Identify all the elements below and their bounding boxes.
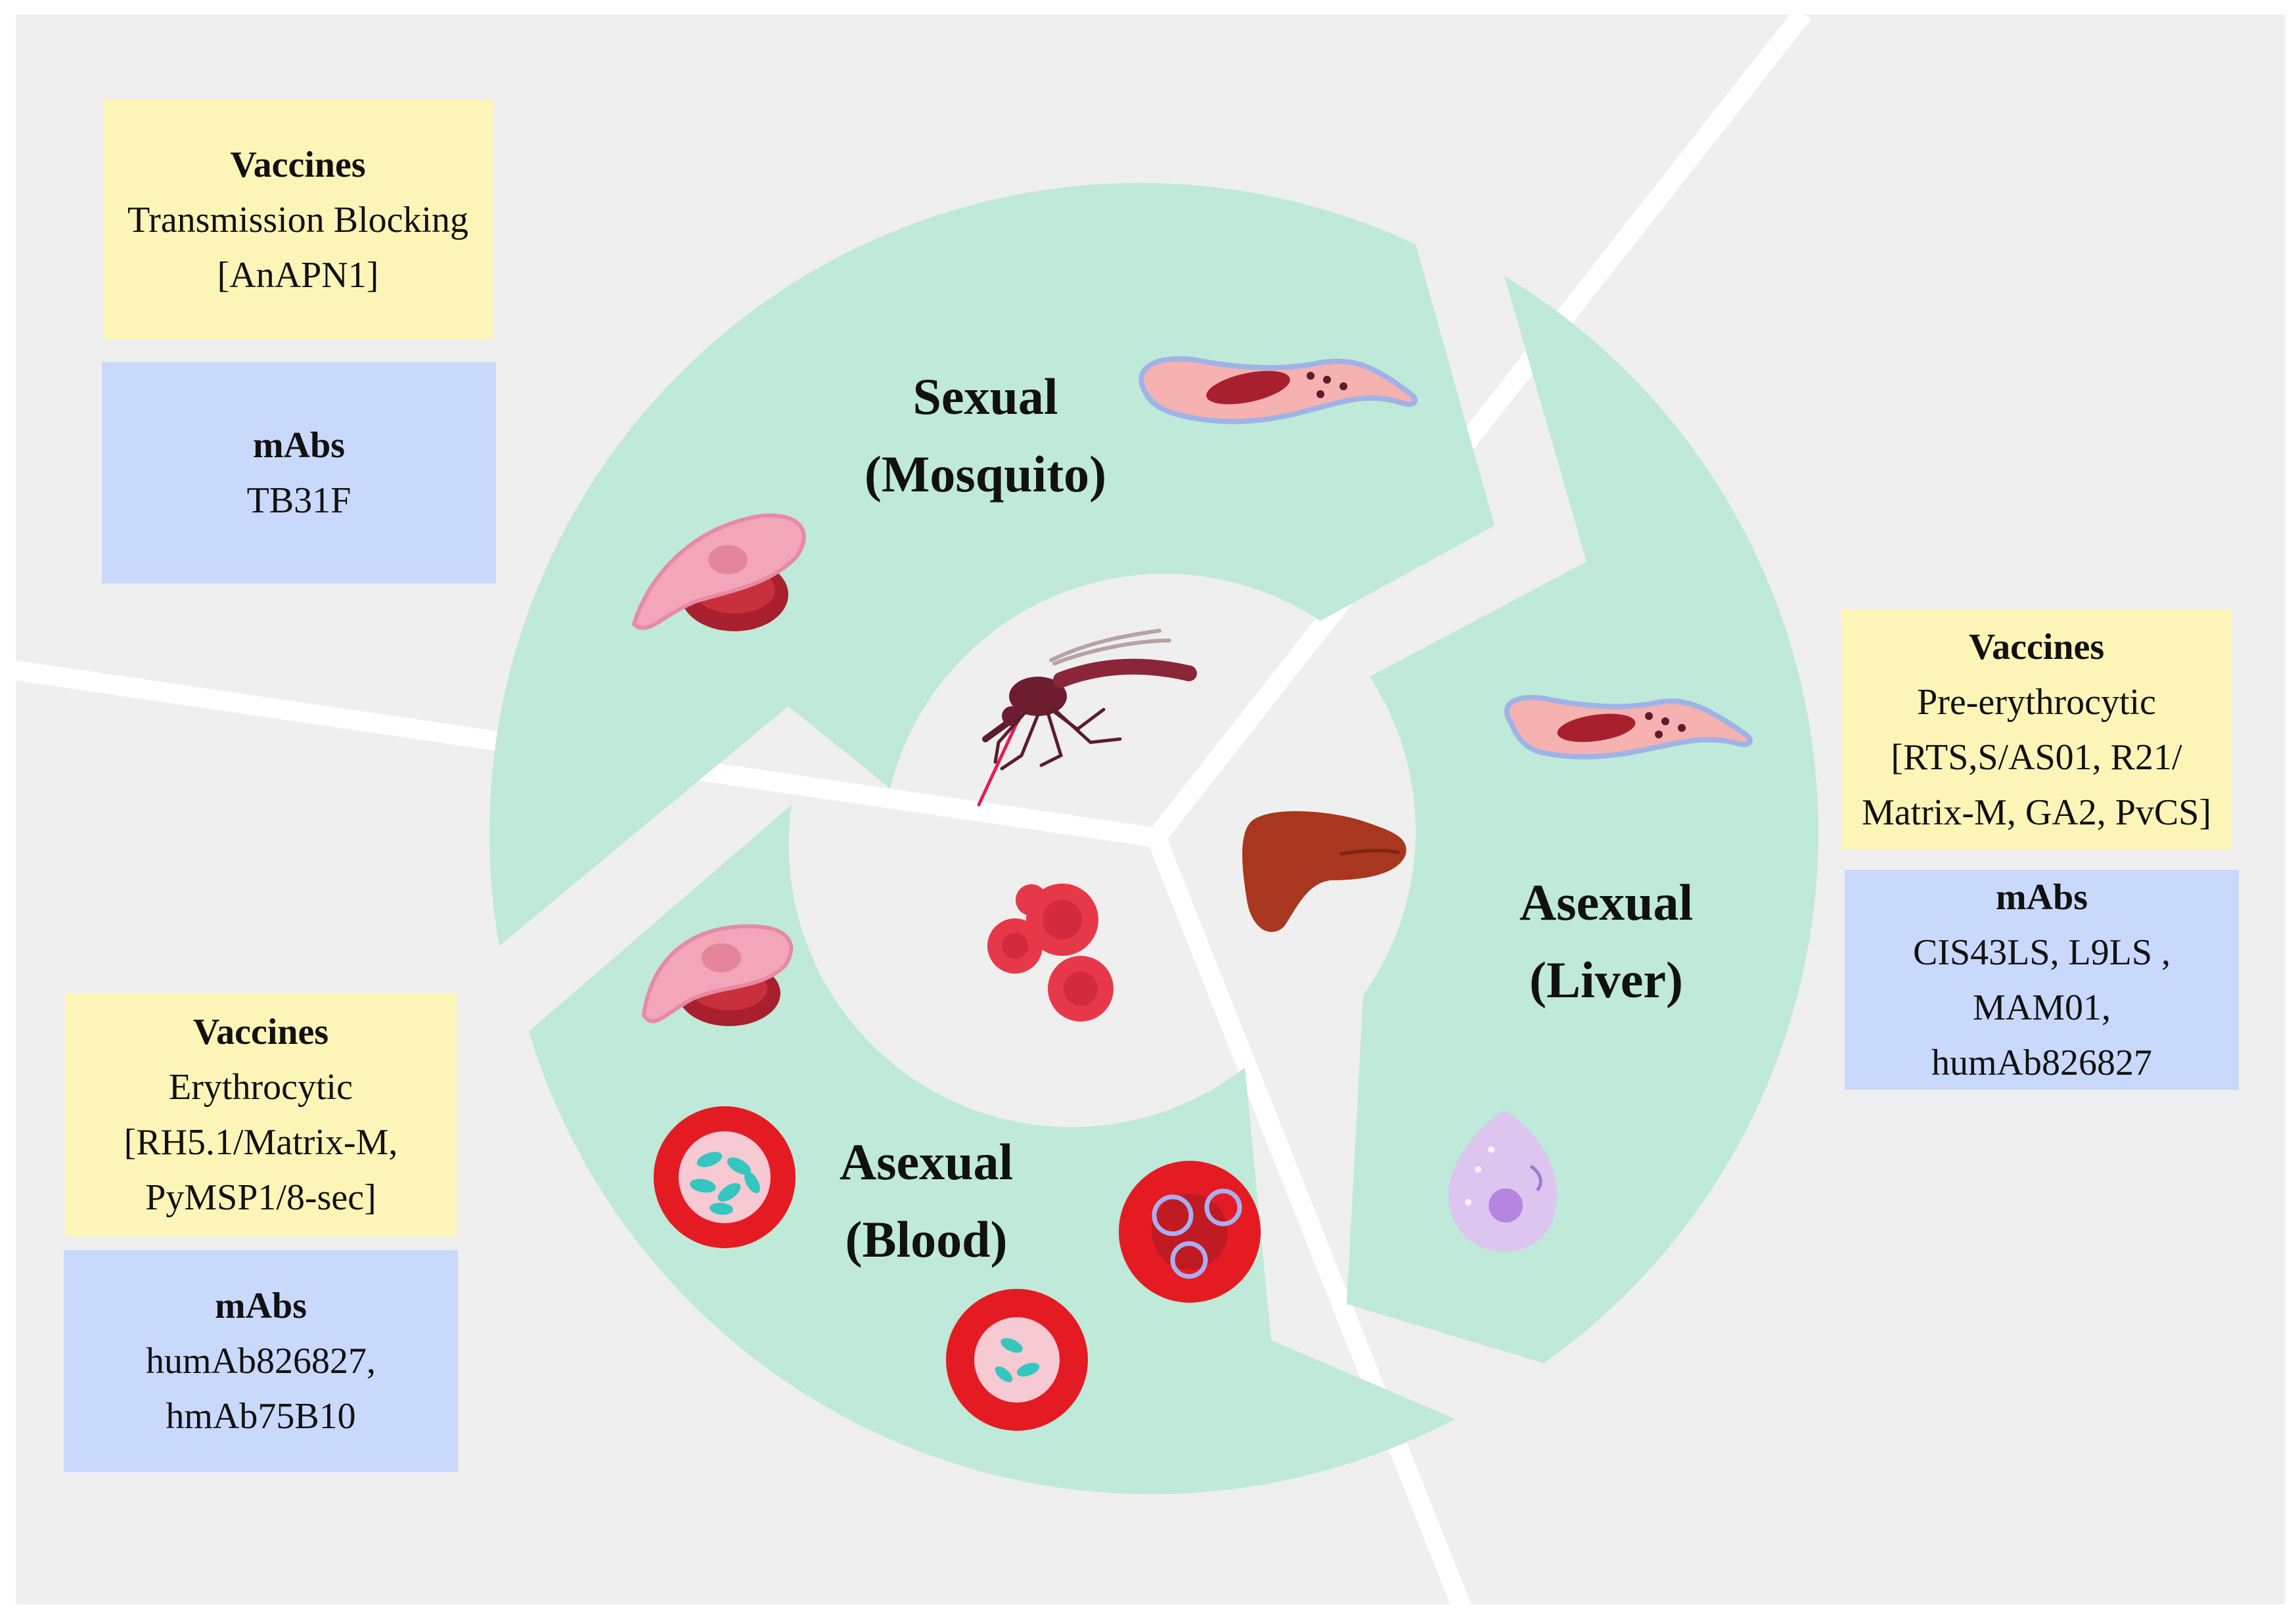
- liver-mabs-line: MAM01,: [1972, 987, 2111, 1028]
- sexual-mabs-box: mAbs TB31F: [102, 362, 496, 583]
- gametocyte-icon: [641, 924, 794, 1026]
- blood-vaccines-line: PyMSP1/8-sec]: [145, 1177, 376, 1218]
- sexual-vaccines-line: Transmission Blocking: [127, 199, 469, 240]
- hepatocyte-schizont-icon: [1448, 1110, 1557, 1251]
- ring-stage-cell-icon: [654, 1106, 796, 1248]
- sexual-vaccines-box: Vaccines Transmission Blocking [AnAPN1]: [103, 100, 493, 340]
- sexual-mabs-heading: mAbs: [252, 424, 346, 466]
- ring-stage-cell-icon: [946, 1289, 1088, 1431]
- liver-vaccines-line: Matrix-M, GA2, PvCS]: [1861, 792, 2212, 833]
- divider-bottom: [1147, 834, 1471, 1611]
- merozoite-cell-icon: [1119, 1161, 1261, 1303]
- liver-vaccines-box: Vaccines Pre-erythrocytic [RTS,S/AS01, R…: [1842, 610, 2231, 849]
- liver-vaccines-line: [RTS,S/AS01, R21/: [1891, 736, 2182, 778]
- liver-mabs-heading: mAbs: [1995, 876, 2088, 918]
- blood-mabs-box: mAbs humAb826827, hmAb75B10: [64, 1250, 458, 1472]
- blood-mabs-line: humAb826827,: [146, 1341, 376, 1382]
- blood-vaccines-heading: Vaccines: [192, 1012, 329, 1052]
- blood-vaccines-line: Erythrocytic: [169, 1067, 353, 1108]
- stage-label-liver-line1: Asexual: [1519, 874, 1694, 931]
- red-blood-cells-icon: [987, 884, 1114, 1022]
- liver-mabs-line: humAb826827: [1931, 1042, 2152, 1083]
- liver-vaccines-line: Pre-erythrocytic: [1917, 681, 2156, 723]
- stage-label-sexual-line1: Sexual: [912, 368, 1058, 425]
- mosquito-icon: [977, 629, 1197, 807]
- sexual-mabs-line: TB31F: [246, 480, 351, 521]
- sporozoite-icon: [1138, 356, 1418, 424]
- blood-mabs-line: hmAb75B10: [166, 1396, 356, 1437]
- stage-label-liver-line2: (Liver): [1529, 951, 1683, 1008]
- blood-vaccines-line: [RH5.1/Matrix-M,: [124, 1122, 398, 1163]
- liver-mabs-box: mAbs CIS43LS, L9LS , MAM01, humAb826827: [1845, 870, 2239, 1090]
- stage-label-blood: Asexual (Blood): [762, 1123, 1091, 1278]
- stage-label-sexual-line2: (Mosquito): [864, 445, 1107, 503]
- sexual-vaccines-line: [AnAPN1]: [217, 254, 379, 296]
- divider-top-right: [1148, 7, 1811, 844]
- stage-label-blood-line2: (Blood): [845, 1211, 1008, 1268]
- blood-vaccines-box: Vaccines Erythrocytic [RH5.1/Matrix-M, P…: [65, 993, 457, 1236]
- gametocyte-icon: [631, 513, 806, 631]
- sporozoite-icon: [1504, 694, 1753, 760]
- liver-vaccines-heading: Vaccines: [1968, 626, 2105, 667]
- blood-mabs-heading: mAbs: [214, 1286, 307, 1326]
- liver-icon: [1242, 811, 1407, 932]
- sexual-vaccines-heading: Vaccines: [230, 144, 366, 185]
- stage-label-blood-line1: Asexual: [839, 1133, 1014, 1190]
- asexual-liver-segment: [1347, 276, 1818, 1363]
- liver-mabs-line: CIS43LS, L9LS ,: [1912, 932, 2171, 973]
- stage-label-liver: Asexual (Liver): [1432, 864, 1780, 1019]
- stage-label-sexual: Sexual (Mosquito): [815, 358, 1156, 513]
